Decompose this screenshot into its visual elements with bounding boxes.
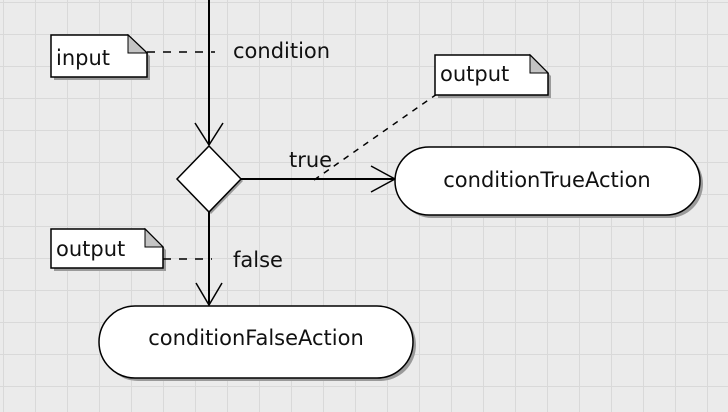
guard-true-label: true bbox=[289, 148, 332, 172]
action-condition-false[interactable]: conditionFalseAction bbox=[98, 305, 416, 381]
note-fold-icon bbox=[127, 33, 149, 54]
note-output-true[interactable]: output bbox=[434, 53, 551, 98]
false-flow[interactable] bbox=[195, 212, 223, 307]
note-output-true-label: output bbox=[440, 62, 509, 86]
note-input-label: input bbox=[56, 46, 110, 70]
note-fold-icon bbox=[529, 53, 550, 74]
note-output-false-label: output bbox=[56, 237, 125, 261]
guard-condition-label: condition bbox=[233, 39, 330, 63]
note-input[interactable]: input bbox=[50, 33, 150, 80]
note-output-false[interactable]: output bbox=[50, 227, 166, 271]
note-fold-icon bbox=[144, 227, 165, 248]
decision-node[interactable] bbox=[175, 144, 243, 214]
action-condition-true[interactable]: conditionTrueAction bbox=[394, 146, 703, 218]
action-condition-true-label: conditionTrueAction bbox=[443, 168, 650, 192]
note-output-true-link bbox=[313, 93, 438, 181]
guard-false-label: false bbox=[233, 248, 283, 272]
action-condition-false-label: conditionFalseAction bbox=[148, 326, 364, 350]
